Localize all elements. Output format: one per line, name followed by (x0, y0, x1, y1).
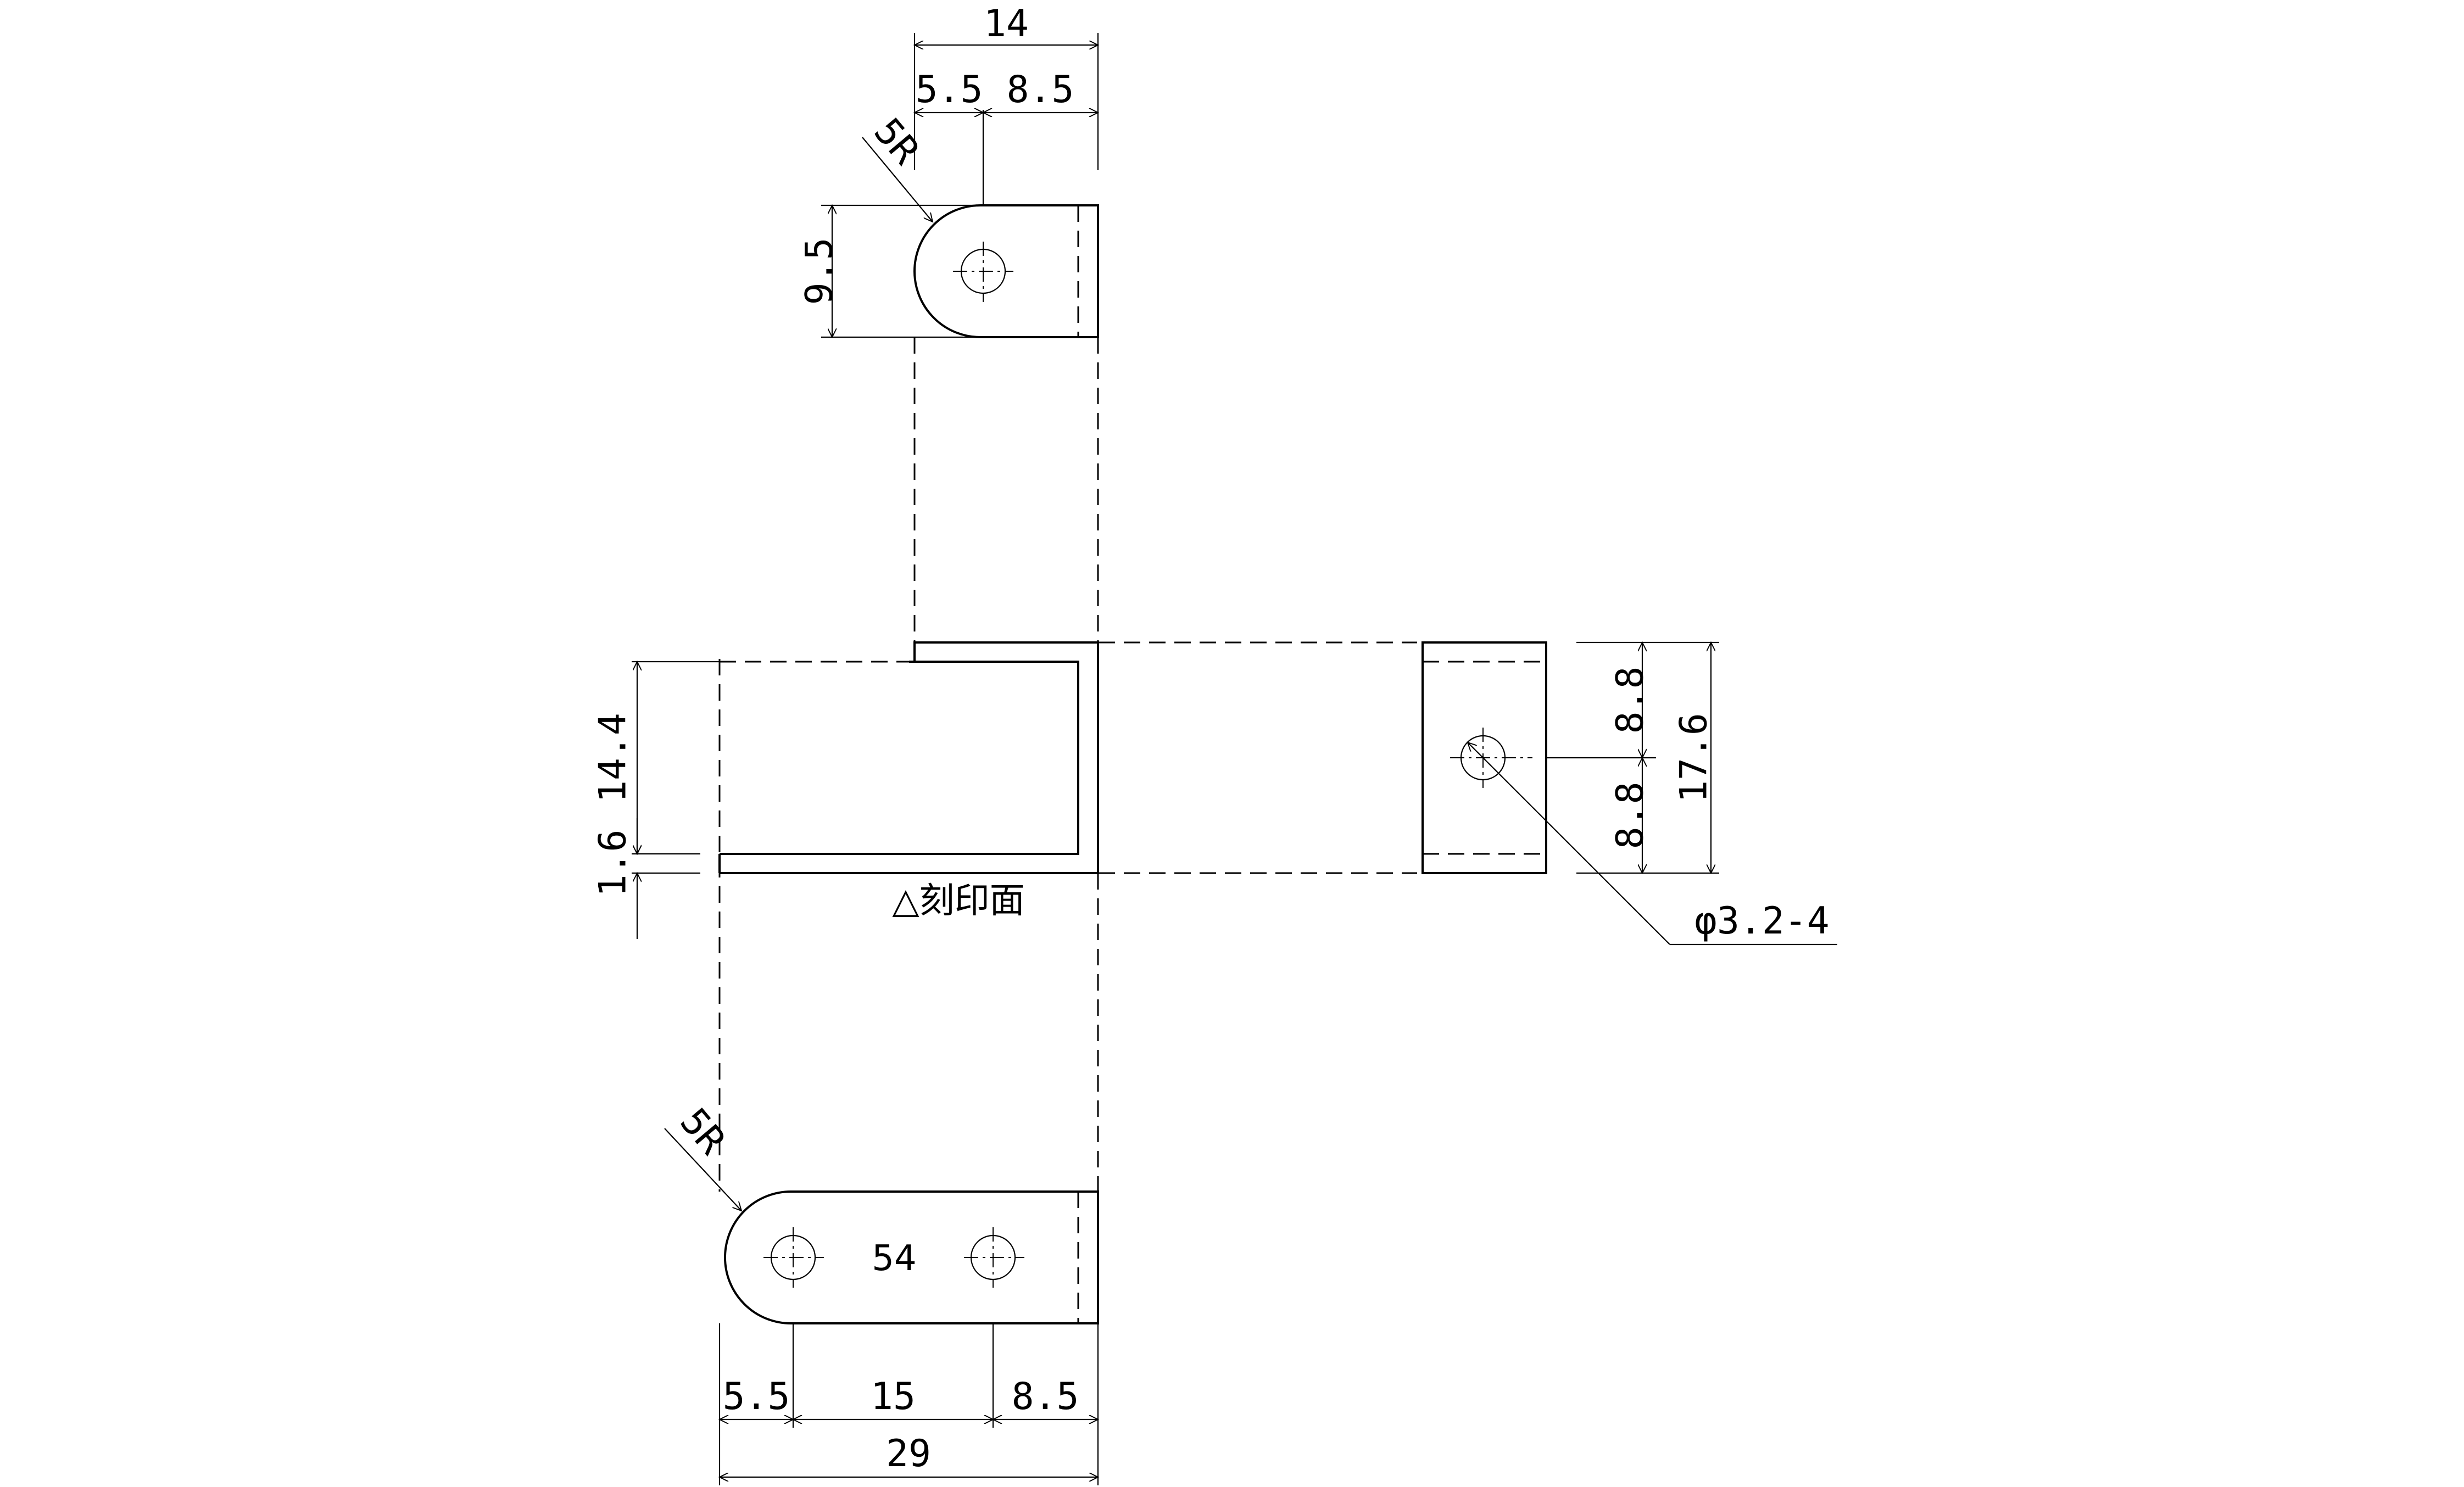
dim-upper-half: 8.8 (1609, 667, 1652, 734)
front-view-outer-outline (720, 641, 1099, 874)
projection-lines (718, 337, 1417, 1192)
dim-overall-width: 14 (984, 2, 1029, 46)
dim-front-thickness: 1.6 (592, 830, 635, 897)
radius-label-bottom: 5R (672, 1100, 734, 1163)
dim-front-height: 14.4 (592, 713, 635, 803)
front-view-inner-outline (720, 661, 1079, 855)
dim-overall-height: 17.6 (1673, 713, 1716, 803)
leader-5r-top (862, 137, 933, 222)
top-view: 14 5.5 8.5 9.5 5R (798, 2, 1098, 337)
dim-lower-half: 8.8 (1609, 782, 1652, 849)
bottom-view-outline (724, 1190, 1099, 1324)
radius-label: 5R (866, 110, 928, 173)
front-view: 14.4 1.6 △刻印面 (592, 641, 1099, 939)
stamp-face-label: △刻印面 (892, 881, 1024, 921)
part-number: 54 (872, 1238, 916, 1279)
dim-hole-pitch: 15 (871, 1375, 916, 1418)
side-view: 8.8 8.8 17.6 φ3.2-4 (1421, 642, 1837, 946)
bottom-view: 5R 54 5.5 15 8.5 29 (664, 1100, 1099, 1485)
hole-callout: φ3.2-4 (1694, 899, 1830, 943)
leader-5r-bottom (664, 1128, 742, 1211)
dim-height: 9.5 (798, 238, 841, 305)
dim-bottom-overall-width: 29 (886, 1432, 931, 1475)
hole-leader (1468, 742, 1670, 945)
dim-left-offset: 5.5 (723, 1375, 790, 1418)
dim-hole-offset: 5.5 (916, 68, 983, 111)
top-view-outline (913, 204, 1099, 338)
dim-edge-offset: 8.5 (1007, 68, 1074, 111)
dim-right-offset: 8.5 (1012, 1375, 1079, 1418)
